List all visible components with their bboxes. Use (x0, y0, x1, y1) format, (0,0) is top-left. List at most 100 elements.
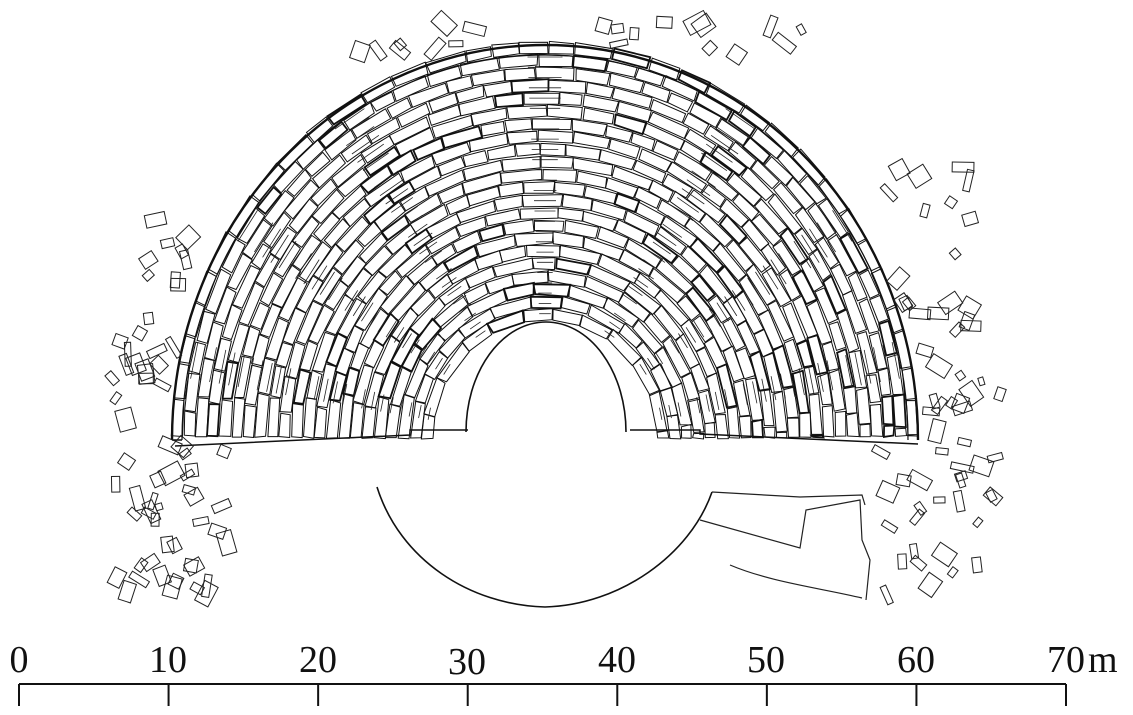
stone-block (194, 397, 210, 438)
stone-block (740, 166, 775, 202)
stair-step (266, 363, 273, 392)
stair-step (654, 351, 664, 365)
fallen-block (906, 468, 934, 492)
stone-block (690, 274, 717, 303)
stair-step (385, 320, 397, 338)
stone-block (377, 360, 402, 400)
stair-step (351, 134, 380, 155)
stone-block (865, 374, 882, 404)
fallen-block (958, 379, 985, 407)
stone-block (799, 411, 812, 438)
stone-block (374, 335, 401, 376)
stone-block (263, 189, 295, 227)
stone-block (498, 181, 525, 198)
stone-block (841, 290, 868, 335)
stone-block (706, 171, 739, 202)
fallen-block (141, 499, 162, 525)
stone-block (785, 176, 816, 211)
fallen-block (145, 342, 168, 360)
stone-block (613, 113, 648, 136)
stone-block (772, 390, 788, 433)
stone-block (847, 271, 868, 302)
stone-block (726, 172, 763, 207)
fallen-block (795, 23, 807, 37)
stair-step (742, 384, 748, 406)
stair-step (705, 143, 733, 163)
stone-block (395, 244, 431, 279)
fallen-block (957, 295, 983, 320)
stone-block (688, 237, 725, 274)
stone-block (388, 116, 431, 146)
stair-step (677, 402, 682, 417)
stair-step (662, 345, 672, 359)
stone-block (462, 149, 489, 168)
fallen-block (928, 392, 941, 410)
stair-step (332, 381, 338, 404)
stone-block (278, 412, 291, 439)
stone-block (642, 122, 686, 151)
stair-step (623, 294, 638, 305)
stair-step (426, 351, 436, 365)
stair-step (652, 241, 671, 255)
stair-step (801, 234, 820, 263)
stone-block (534, 66, 575, 81)
stone-block (882, 424, 896, 438)
stone-block (498, 245, 527, 263)
fallen-block (875, 479, 901, 504)
fallen-block (921, 406, 941, 417)
stone-block (686, 189, 726, 224)
stair-step (275, 365, 282, 394)
stone-block (690, 314, 714, 343)
stone-block (632, 159, 667, 184)
stone-block (715, 362, 738, 409)
stair-step (475, 330, 486, 338)
stone-block (613, 219, 647, 245)
fallen-block (886, 266, 911, 292)
stone-block (738, 415, 752, 439)
stone-block (792, 148, 826, 186)
stone-block (357, 270, 387, 305)
stone-block (291, 403, 304, 439)
fallen-block (152, 377, 172, 393)
stair-step (357, 143, 385, 163)
stone-block (285, 341, 306, 380)
stone-block (362, 194, 396, 226)
stone-block (532, 283, 572, 298)
fallen-block (608, 38, 629, 49)
stair-step (237, 210, 258, 242)
fallen-block (701, 39, 719, 57)
stone-block (654, 226, 687, 256)
stone-block (455, 216, 487, 238)
stone-block (249, 302, 271, 330)
scale-tick-label-30: 30 (448, 641, 486, 683)
fallen-block (348, 39, 371, 64)
stone-block (484, 208, 522, 227)
cavea-front-wall-right (630, 429, 919, 445)
fallen-block (926, 306, 950, 321)
stone-block (537, 129, 574, 144)
stone-block (572, 157, 614, 177)
fallen-block (133, 557, 149, 574)
stone-block (559, 91, 583, 106)
stone-block (519, 207, 559, 220)
stone-block (613, 192, 641, 214)
stone-block (263, 211, 292, 249)
stone-block (463, 282, 489, 305)
stone-block (635, 201, 666, 226)
stone-block (684, 217, 721, 252)
stone-block (525, 244, 561, 258)
fallen-block (870, 444, 891, 461)
fallen-block (106, 566, 128, 590)
fallen-block (193, 579, 219, 608)
stone-block (188, 341, 207, 375)
stair-step (391, 197, 414, 213)
stone-block (585, 81, 615, 99)
stone-block (521, 194, 564, 208)
stone-block (643, 312, 671, 344)
stone-block (783, 386, 799, 419)
stair-step (770, 376, 777, 401)
stair-step (708, 308, 721, 327)
fallen-block (943, 195, 959, 210)
fallen-block (118, 352, 135, 377)
stair-step (361, 389, 366, 409)
